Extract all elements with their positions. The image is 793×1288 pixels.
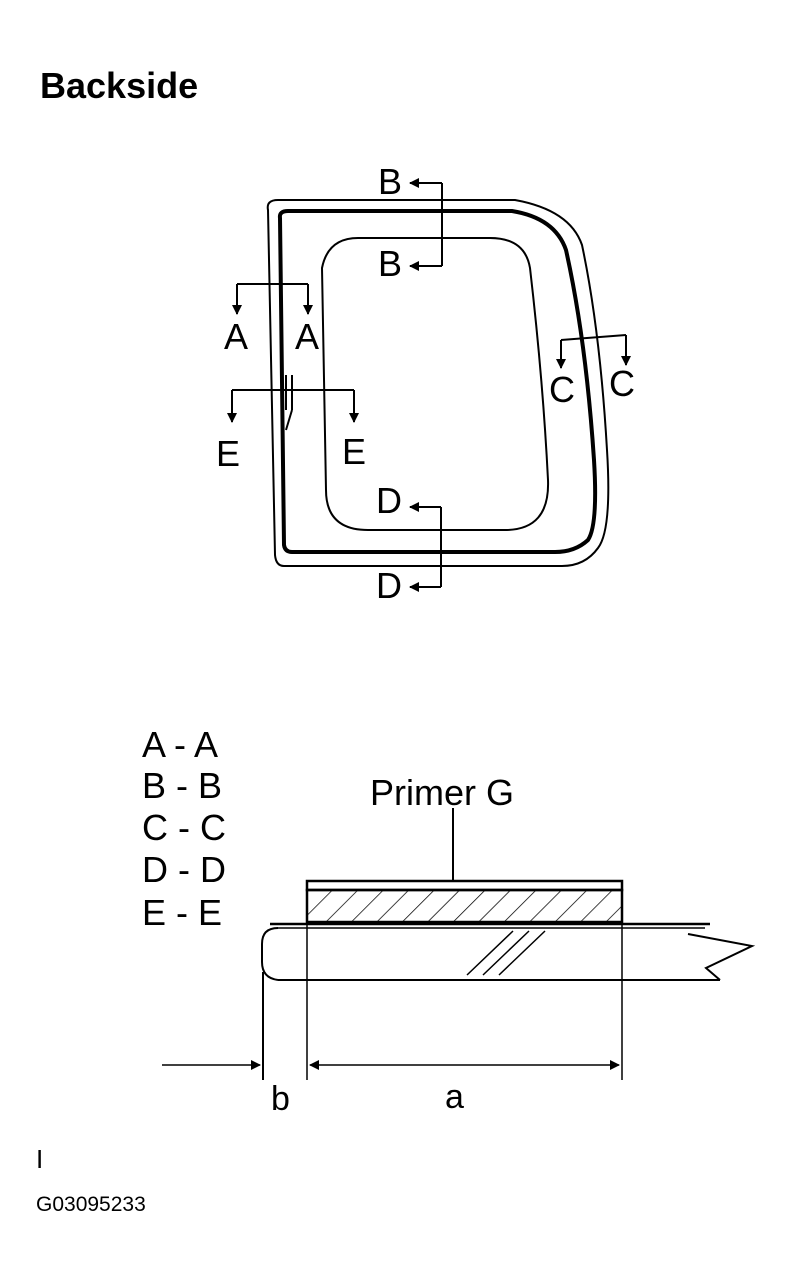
marker-e-left: E [216,433,240,474]
dimension-b-label: b [271,1080,290,1118]
marker-c-left: C [549,369,575,410]
marker-a-right: A [295,316,319,357]
section-marker-a: A A [224,283,319,357]
dimension-a-label: a [445,1078,464,1116]
section-dd: D - D [142,849,226,890]
window-outline [266,199,610,567]
section-marker-d: D D [376,480,442,606]
primer-label: Primer G [370,772,514,813]
section-ee: E - E [142,892,222,933]
marker-b-top: B [378,161,402,202]
adhesive-layer [305,888,624,924]
glass-edge [261,927,279,981]
inner-opening [320,237,550,531]
marker-e-right: E [342,431,366,472]
section-marker-b: B B [378,161,443,284]
outer-glass-edge [266,199,610,567]
section-marker-c: C C [549,334,635,410]
figure-code: G03095233 [36,1193,146,1216]
primer-layer [305,879,624,892]
primer-line [277,209,598,554]
cross-section: Primer G b a [162,772,756,1118]
section-cc: C - C [142,807,226,848]
section-marker-e: E E [216,389,366,474]
page-title: Backside [40,65,199,106]
marker-a-left: A [224,316,248,357]
section-aa: A - A [142,724,218,765]
section-list: A - A B - B C - C D - D E - E [142,724,226,933]
break-line [687,933,756,981]
marker-b-inner: B [378,243,402,284]
marker-d-bottom: D [376,565,402,606]
marker-c-right: C [609,363,635,404]
footer-mark: I [36,1144,44,1174]
marker-d-inner: D [376,480,402,521]
section-bb: B - B [142,765,222,806]
